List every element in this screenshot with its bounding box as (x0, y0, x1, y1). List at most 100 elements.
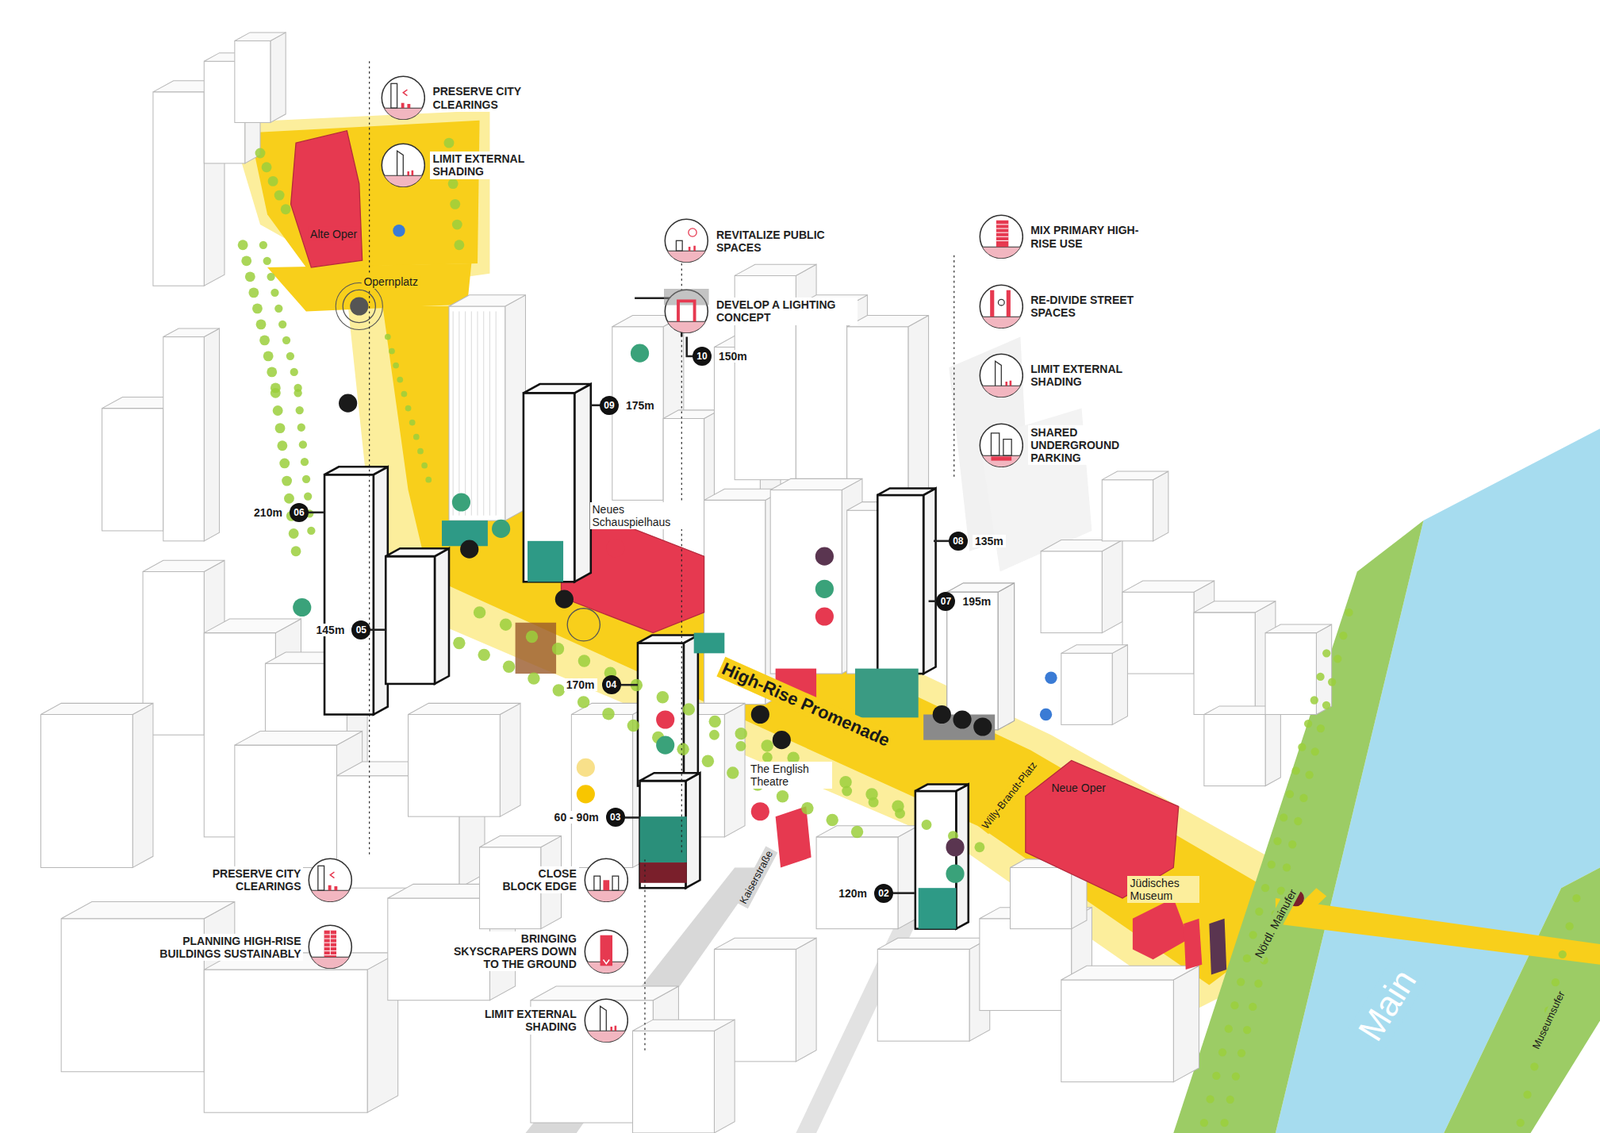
tree (921, 819, 933, 830)
tree (280, 203, 292, 215)
icon-ring (979, 353, 1023, 397)
illustration-shape (324, 930, 337, 957)
tree (1333, 654, 1342, 663)
tree (295, 406, 304, 415)
illustration-shape (602, 959, 610, 964)
illustration-shape (610, 1026, 613, 1031)
tree (525, 630, 538, 643)
tree (248, 287, 259, 298)
illustration-shape (594, 875, 601, 891)
building-side (1153, 471, 1169, 542)
tree (300, 457, 309, 466)
illustration-shape (1009, 380, 1012, 386)
tree (1279, 813, 1288, 822)
illustration-shape (640, 816, 687, 863)
icon-ring (979, 214, 1023, 258)
building-front (877, 494, 924, 674)
building-side (1265, 705, 1281, 787)
illustration-shape (815, 547, 834, 566)
illustration-shape (990, 432, 999, 455)
principle-caption: PRESERVE CITY CLEARINGS (429, 84, 554, 112)
tree (1516, 1118, 1525, 1127)
illustration-shape (953, 255, 955, 480)
icon-ground (311, 890, 350, 902)
tree (275, 422, 286, 434)
illustration-shape (329, 943, 331, 948)
illustration-shape (933, 540, 949, 543)
illustration-shape (656, 736, 675, 755)
illustration-shape (599, 1005, 607, 1031)
illustration-shape (292, 598, 311, 617)
building-front (1101, 479, 1153, 542)
tree (1248, 930, 1257, 939)
tree (1212, 1071, 1221, 1080)
building-front (915, 790, 956, 929)
building-front (1204, 714, 1266, 787)
tree (1200, 1118, 1209, 1127)
illustration-shape (368, 61, 370, 857)
illustration-shape (688, 228, 697, 237)
tree (259, 334, 270, 346)
icon-ring (584, 929, 628, 973)
tree (270, 288, 279, 297)
principle-node: LIMIT EXTERNAL SHADING (583, 997, 630, 1044)
place-label: Opernplatz (360, 274, 420, 289)
building-front (1193, 612, 1255, 715)
illustration-shape (346, 295, 1317, 1010)
place-label: High-Rise Promenade (716, 656, 895, 752)
illustration-shape (1002, 438, 1011, 456)
building-side (434, 548, 449, 684)
building-side (955, 784, 968, 929)
illustration-shape (1132, 897, 1190, 960)
building-roof (163, 328, 220, 338)
height-label: 145m (314, 623, 348, 637)
principle-caption: CLOSE BLOCK EDGE (494, 866, 580, 894)
principle-icon (307, 857, 353, 903)
tree (266, 366, 277, 377)
height-label: 210m (251, 506, 285, 519)
building-roof (915, 784, 969, 791)
map-symbols (292, 224, 1305, 906)
tree (1293, 817, 1302, 825)
building-roof (1265, 624, 1332, 634)
building-roof (713, 937, 817, 949)
illustration-shape (318, 865, 325, 891)
illustration-shape (515, 622, 557, 674)
leader-lines (307, 61, 954, 1052)
tree (1288, 840, 1297, 848)
tree (452, 219, 463, 231)
tree (1285, 790, 1294, 799)
principle-node: RE-DIVIDE STREET SPACES (978, 283, 1025, 330)
illustration-shape (995, 236, 1008, 238)
principle-icon (583, 928, 630, 975)
tree (1572, 894, 1581, 902)
tree (1558, 950, 1567, 959)
icon-ground (982, 455, 1021, 467)
illustration-shape (918, 887, 957, 929)
principle-icon (583, 857, 630, 903)
illustration-shape (994, 360, 1002, 386)
illustration-shape (620, 683, 638, 687)
building-front (234, 41, 271, 123)
building-side (795, 937, 817, 1062)
illustration-shape (613, 1025, 617, 1031)
illustration-shape (815, 606, 834, 626)
tree (293, 388, 302, 397)
principle-caption: BRINGING SKYSCRAPERS DOWN TO THE GROUND (439, 931, 580, 971)
icon-ring (309, 925, 353, 969)
tree (825, 813, 838, 826)
illustration-shape (249, 120, 480, 268)
ground (229, 110, 1600, 1133)
tree (282, 336, 291, 345)
facade-line (477, 310, 479, 515)
building-roof (324, 466, 388, 475)
illustration-shape (678, 300, 695, 322)
tree (656, 690, 669, 703)
tree (1322, 701, 1331, 710)
building-roof (816, 825, 919, 837)
illustration-shape (893, 891, 916, 895)
tree (709, 729, 720, 741)
building-front (448, 306, 506, 521)
trees (237, 138, 1581, 1127)
icon-ground (982, 246, 1021, 258)
